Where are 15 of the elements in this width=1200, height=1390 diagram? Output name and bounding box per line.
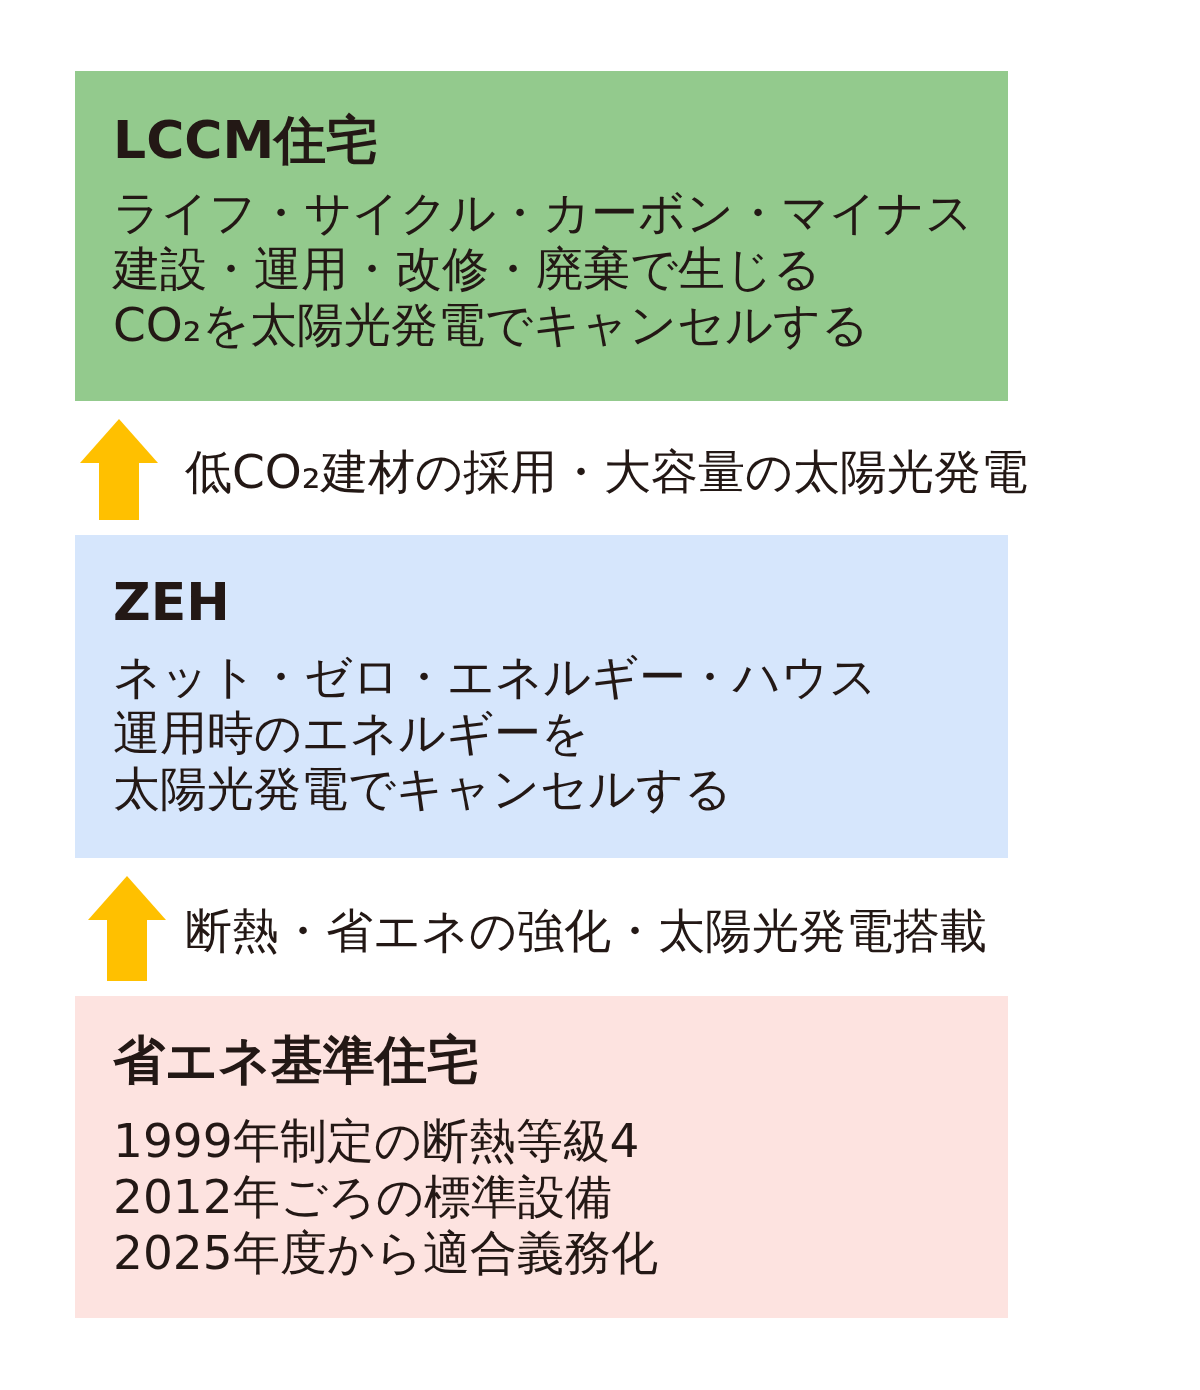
panel-heading: 省エネ基準住宅 xyxy=(113,1029,479,1091)
panel-text: 2012年ごろの標準設備 xyxy=(113,1169,612,1225)
panel-text: 建設・運用・改修・廃棄で生じるCO₂を太陽光発電でキャンセルする xyxy=(113,241,869,353)
panel-text: 運用時のエネルギーを太陽光発電でキャンセルする xyxy=(113,705,732,817)
arrow xyxy=(88,876,166,981)
stage-panel xyxy=(75,71,1008,401)
panel-text: ネット・ゼロ・エネルギー・ハウス xyxy=(113,649,877,705)
panel-text: 2025年度から適合義務化 xyxy=(113,1225,658,1281)
stage-panel xyxy=(75,535,1008,858)
panel-text: 1999年制定の断熱等級4 xyxy=(113,1113,640,1169)
panel-heading: LCCM住宅 xyxy=(113,109,379,171)
panel-heading: ZEH xyxy=(113,571,230,633)
stage-panel xyxy=(75,996,1008,1318)
arrow xyxy=(80,419,158,520)
panel-text: ライフ・サイクル・カーボン・マイナス xyxy=(113,185,973,241)
